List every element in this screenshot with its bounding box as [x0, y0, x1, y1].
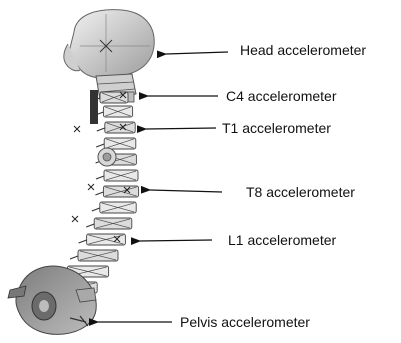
- l1-arrow: [140, 240, 212, 241]
- spinous-process: [96, 176, 104, 179]
- spinous-process: [97, 128, 105, 131]
- t8-arrow: [150, 190, 222, 192]
- label-pelvis-accelerometer: Pelvis accelerometer: [180, 315, 310, 329]
- t1-arrow: [146, 128, 216, 129]
- head-model: [64, 10, 154, 78]
- spinous-process: [96, 144, 104, 147]
- label-t1-accelerometer: T1 accelerometer: [222, 121, 331, 135]
- label-head-accelerometer: Head accelerometer: [240, 43, 366, 57]
- spinous-process: [92, 208, 100, 211]
- label-t8-accelerometer: T8 accelerometer: [246, 185, 355, 199]
- head-arrow: [166, 52, 228, 54]
- spinous-process: [70, 256, 78, 259]
- label-l1-accelerometer: L1 accelerometer: [228, 233, 336, 247]
- spinous-process: [79, 240, 87, 243]
- spinous-process: [95, 192, 103, 195]
- t1-joint-center: [103, 153, 111, 161]
- spinous-process: [86, 224, 94, 227]
- label-c4-accelerometer: C4 accelerometer: [226, 89, 337, 103]
